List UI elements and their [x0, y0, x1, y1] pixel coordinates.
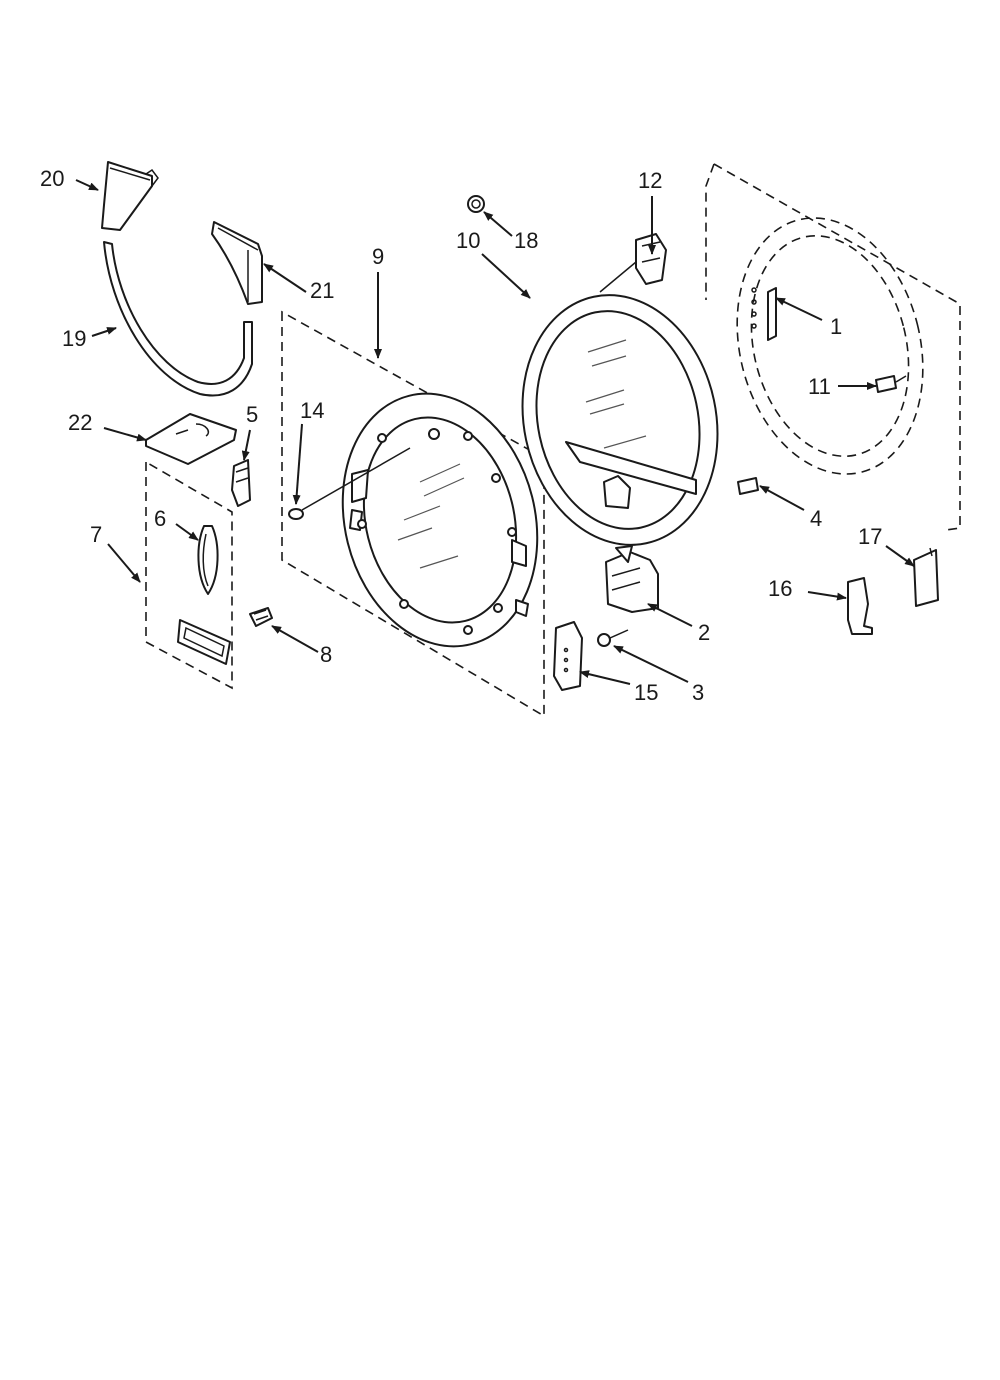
- label-6: 6: [154, 506, 166, 531]
- label-22: 22: [68, 410, 92, 435]
- part-19-arc-trim: [103, 241, 253, 397]
- label-17: 17: [858, 524, 882, 549]
- part-labels: 20 21 19 22 5 6 7 8 9 14 10 18 12 1 11 4…: [40, 166, 882, 705]
- part-22-plate: [145, 413, 237, 465]
- part-9-inner-door-frame: [341, 392, 539, 648]
- part-7-handle: [177, 619, 231, 665]
- label-7: 7: [90, 522, 102, 547]
- arrow-8: [271, 625, 319, 653]
- arrow-4: [759, 485, 805, 511]
- part-14-grommet: [288, 447, 411, 520]
- arrow-1: [775, 297, 823, 321]
- part-2-door-lock: [605, 545, 659, 613]
- part-17-bracket: [913, 547, 939, 607]
- arrow-17: [885, 545, 915, 567]
- label-19: 19: [62, 326, 86, 351]
- label-10: 10: [456, 228, 480, 253]
- part-6-lens: [197, 525, 219, 595]
- label-3: 3: [692, 680, 704, 705]
- part-12-hinge-block: [599, 233, 667, 293]
- label-15: 15: [634, 680, 658, 705]
- label-18: 18: [514, 228, 538, 253]
- arrow-18: [483, 211, 513, 237]
- part-8-screw: [249, 607, 273, 627]
- arrow-14: [292, 423, 303, 505]
- arrow-5: [241, 429, 251, 461]
- label-5: 5: [246, 402, 258, 427]
- arrow-21: [263, 263, 307, 293]
- part-5-latch: [231, 459, 251, 507]
- label-11: 11: [808, 374, 831, 399]
- part-18-nut: [467, 195, 485, 213]
- part-16-clip: [847, 577, 873, 635]
- arrow-19: [91, 327, 117, 337]
- label-4: 4: [810, 506, 822, 531]
- label-14: 14: [300, 398, 324, 423]
- arrow-10: [481, 253, 531, 299]
- callout-arrows: [75, 179, 915, 685]
- arrow-6: [175, 523, 199, 541]
- label-1: 1: [830, 314, 842, 339]
- part-9-assembly-outline: [281, 310, 545, 718]
- part-4-screw: [737, 477, 759, 495]
- part-15-hinge-cover: [553, 621, 583, 691]
- arrow-16: [807, 591, 847, 601]
- label-12: 12: [638, 168, 662, 193]
- part-20-cap: [101, 161, 159, 231]
- part-1-cabinet-front: [705, 163, 961, 531]
- label-20: 20: [40, 166, 64, 191]
- part-7-assembly-outline: [145, 460, 233, 690]
- arrow-20: [75, 179, 99, 191]
- arrow-22: [103, 427, 147, 442]
- label-16: 16: [768, 576, 792, 601]
- arrow-3: [613, 645, 689, 683]
- label-8: 8: [320, 642, 332, 667]
- label-2: 2: [698, 620, 710, 645]
- part-11-screw: [875, 375, 907, 393]
- label-9: 9: [372, 244, 384, 269]
- arrow-15: [579, 670, 631, 685]
- part-3-screw: [597, 629, 629, 647]
- arrow-2: [647, 603, 693, 627]
- arrow-7: [107, 543, 141, 583]
- part-10-outer-door: [521, 294, 719, 546]
- part-21-trim: [211, 221, 263, 305]
- label-21: 21: [310, 278, 334, 303]
